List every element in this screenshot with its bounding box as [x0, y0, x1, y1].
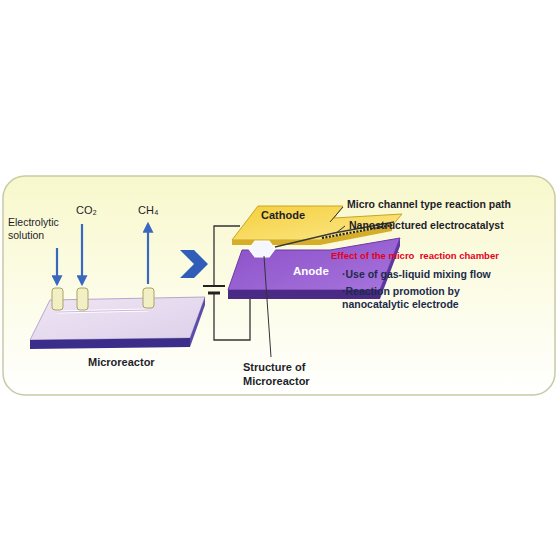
part-label: Nanostructured electrocatalyst: [349, 219, 504, 232]
transition-chevron: [180, 250, 208, 278]
bullet-point: ·Use of gas-liquid mixing flow: [342, 268, 491, 281]
gas-label: CO₂: [76, 204, 97, 218]
anode-label-box: Anode: [290, 262, 333, 280]
gas-label: CH₄: [138, 204, 158, 218]
bullet-point: ·Reaction promotion by nanocatalytic ele…: [342, 285, 492, 311]
effect-heading: Effect of the micro reaction chamber: [331, 250, 499, 262]
cathode-label-box: Cathode: [258, 206, 309, 224]
electrode-name: Cathode: [261, 209, 306, 221]
battery-symbol: [203, 286, 225, 293]
flow-arrows: [57, 224, 148, 284]
inlet-label: Electrolytic solution: [8, 216, 76, 242]
figure-caption: Structure of Microreactor: [243, 361, 321, 389]
part-label: Micro channel type reaction path: [347, 198, 511, 211]
leader-lines: [264, 207, 345, 357]
figure-caption: Microreactor: [88, 356, 155, 370]
electrode-name: Anode: [293, 265, 330, 277]
background-panel: [3, 176, 555, 395]
tube-ports: [52, 288, 154, 310]
